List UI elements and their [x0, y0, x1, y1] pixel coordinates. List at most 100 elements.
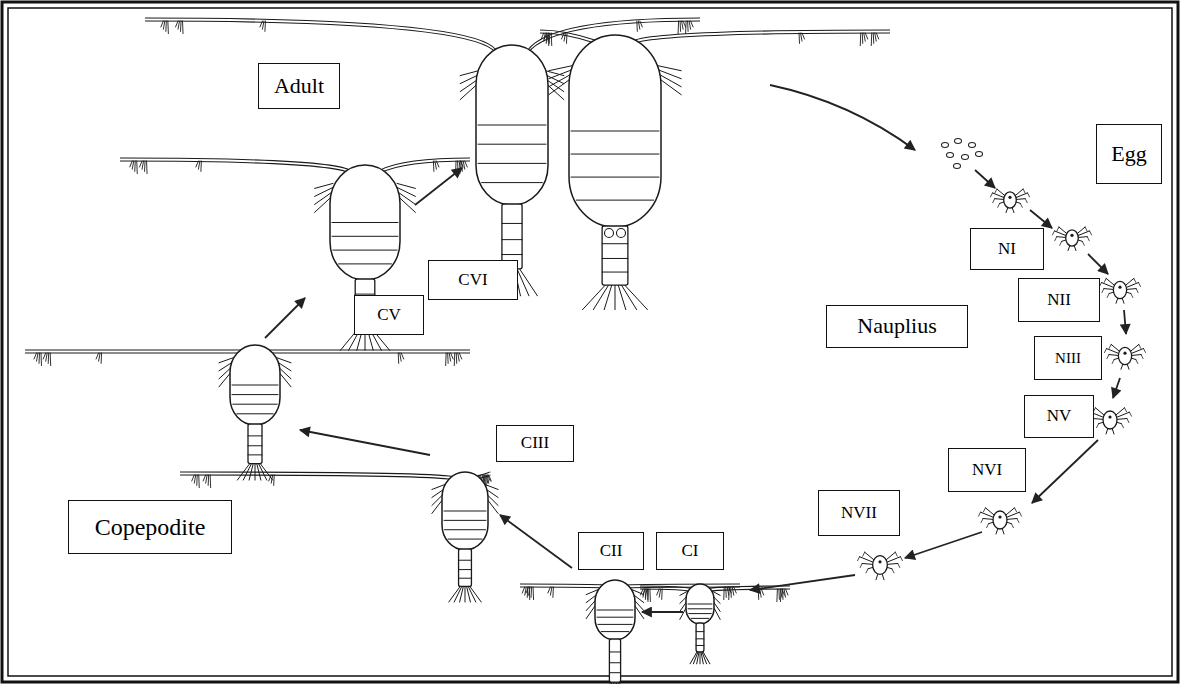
nauplius-eye — [1118, 286, 1121, 289]
antenna-setae — [680, 21, 682, 31]
furcal-seta — [520, 269, 538, 296]
egg-cluster — [942, 139, 983, 169]
nauplius-figure — [1100, 278, 1141, 303]
antenna-setae — [48, 353, 50, 363]
copepod-urosome — [609, 639, 620, 682]
antenna-setae — [206, 475, 208, 483]
antenna-setae — [649, 589, 651, 602]
copepod-figure — [520, 580, 740, 684]
nauplius-body — [1113, 281, 1126, 298]
copepod-body — [330, 165, 400, 280]
antenna-setae — [776, 589, 778, 602]
nauplius-body — [873, 556, 888, 575]
swimming-leg — [460, 71, 479, 76]
nauplius-figure — [1089, 408, 1132, 434]
copepod-body — [476, 45, 548, 205]
stage-arrow — [500, 515, 572, 568]
copepod-urosome — [459, 549, 472, 586]
body-segment-line — [571, 177, 659, 178]
body-segment-line — [233, 404, 277, 405]
furcal-seta — [621, 285, 636, 310]
antenna-setae — [262, 21, 264, 29]
nauplius-seta — [1143, 349, 1145, 353]
antenna-line — [266, 349, 470, 350]
antenna-setae — [564, 33, 566, 41]
furcal-seta — [583, 285, 606, 310]
stage-label-text: CV — [377, 306, 401, 325]
antenna-setae — [522, 587, 525, 593]
antenna-setae — [725, 587, 727, 597]
nauplius-seta — [858, 557, 860, 561]
furcal-seta — [703, 652, 710, 664]
antenna-setae — [140, 161, 143, 167]
nauplius-seta — [1138, 283, 1140, 287]
antenna-setae — [782, 589, 784, 599]
furcal-seta — [470, 586, 481, 602]
nauplius-seta — [1060, 241, 1062, 245]
body-segment-line — [232, 385, 278, 386]
antenna-setae — [865, 33, 868, 39]
nauplius-seta — [1129, 412, 1131, 416]
urosome-segment-line — [459, 560, 472, 561]
nauplius-seta — [1020, 203, 1022, 207]
antenna-setae — [727, 587, 729, 595]
stage-label-text: CIII — [521, 434, 549, 453]
stage-arrow — [642, 611, 683, 613]
furcal-seta — [593, 285, 608, 310]
nauplius-seta — [1134, 278, 1136, 282]
urosome-segment-line — [602, 272, 628, 273]
nauplius-eye — [1070, 234, 1073, 237]
furcal-seta — [619, 682, 629, 684]
nauplius-seta — [900, 557, 902, 561]
nauplius-seta — [1085, 227, 1087, 231]
nauplius-seta — [1055, 237, 1057, 241]
stage-label-text: CII — [600, 542, 623, 561]
stage-arrow — [300, 430, 430, 455]
egg — [962, 155, 969, 160]
antenna-setae — [801, 33, 803, 41]
antenna-setae — [548, 587, 551, 593]
swimming-leg — [397, 183, 415, 188]
furcal-seta — [618, 285, 626, 310]
antenna-setae — [451, 353, 454, 359]
egg — [969, 143, 976, 148]
nauplius-seta — [898, 563, 900, 567]
body-segment-line — [691, 618, 709, 619]
stage-label-box: Nauplius — [826, 305, 968, 348]
antenna-setae — [643, 589, 646, 595]
nauplius-eye — [878, 560, 881, 563]
antenna-setae — [447, 353, 449, 363]
furcal-seta — [693, 652, 698, 664]
stage-label-box: CIII — [496, 425, 574, 462]
urosome-segment-line — [502, 223, 522, 224]
furcal-seta — [465, 586, 466, 602]
antenna-setae — [136, 161, 138, 174]
antenna-setae — [144, 161, 146, 171]
copepod-urosome — [248, 424, 262, 464]
urosome-segment-line — [609, 662, 620, 663]
copepod-figure — [540, 30, 890, 310]
stage-label-box: CII — [578, 532, 644, 570]
antenna-setae — [657, 589, 660, 595]
stage-label-box: NV — [1024, 395, 1094, 438]
antenna-setae — [132, 161, 134, 169]
antenna-setae — [723, 587, 725, 600]
nauplius-seta — [998, 203, 1000, 207]
antenna-line — [520, 584, 606, 585]
antenna-setae — [562, 33, 565, 39]
antenna-line — [266, 352, 470, 353]
antenna-setae — [34, 353, 37, 359]
furcal-seta — [690, 652, 697, 664]
nauplius-body — [1004, 192, 1017, 208]
body-segment-line — [237, 413, 273, 414]
urosome-segment-line — [248, 454, 262, 455]
swimming-leg — [315, 183, 333, 188]
nauplius-seta — [1102, 289, 1104, 293]
stage-label-text: CI — [682, 542, 699, 561]
antenna-setae — [689, 21, 691, 29]
body-segment-line — [482, 182, 543, 183]
antenna-setae — [871, 33, 873, 46]
nauplius-seta — [983, 508, 985, 512]
